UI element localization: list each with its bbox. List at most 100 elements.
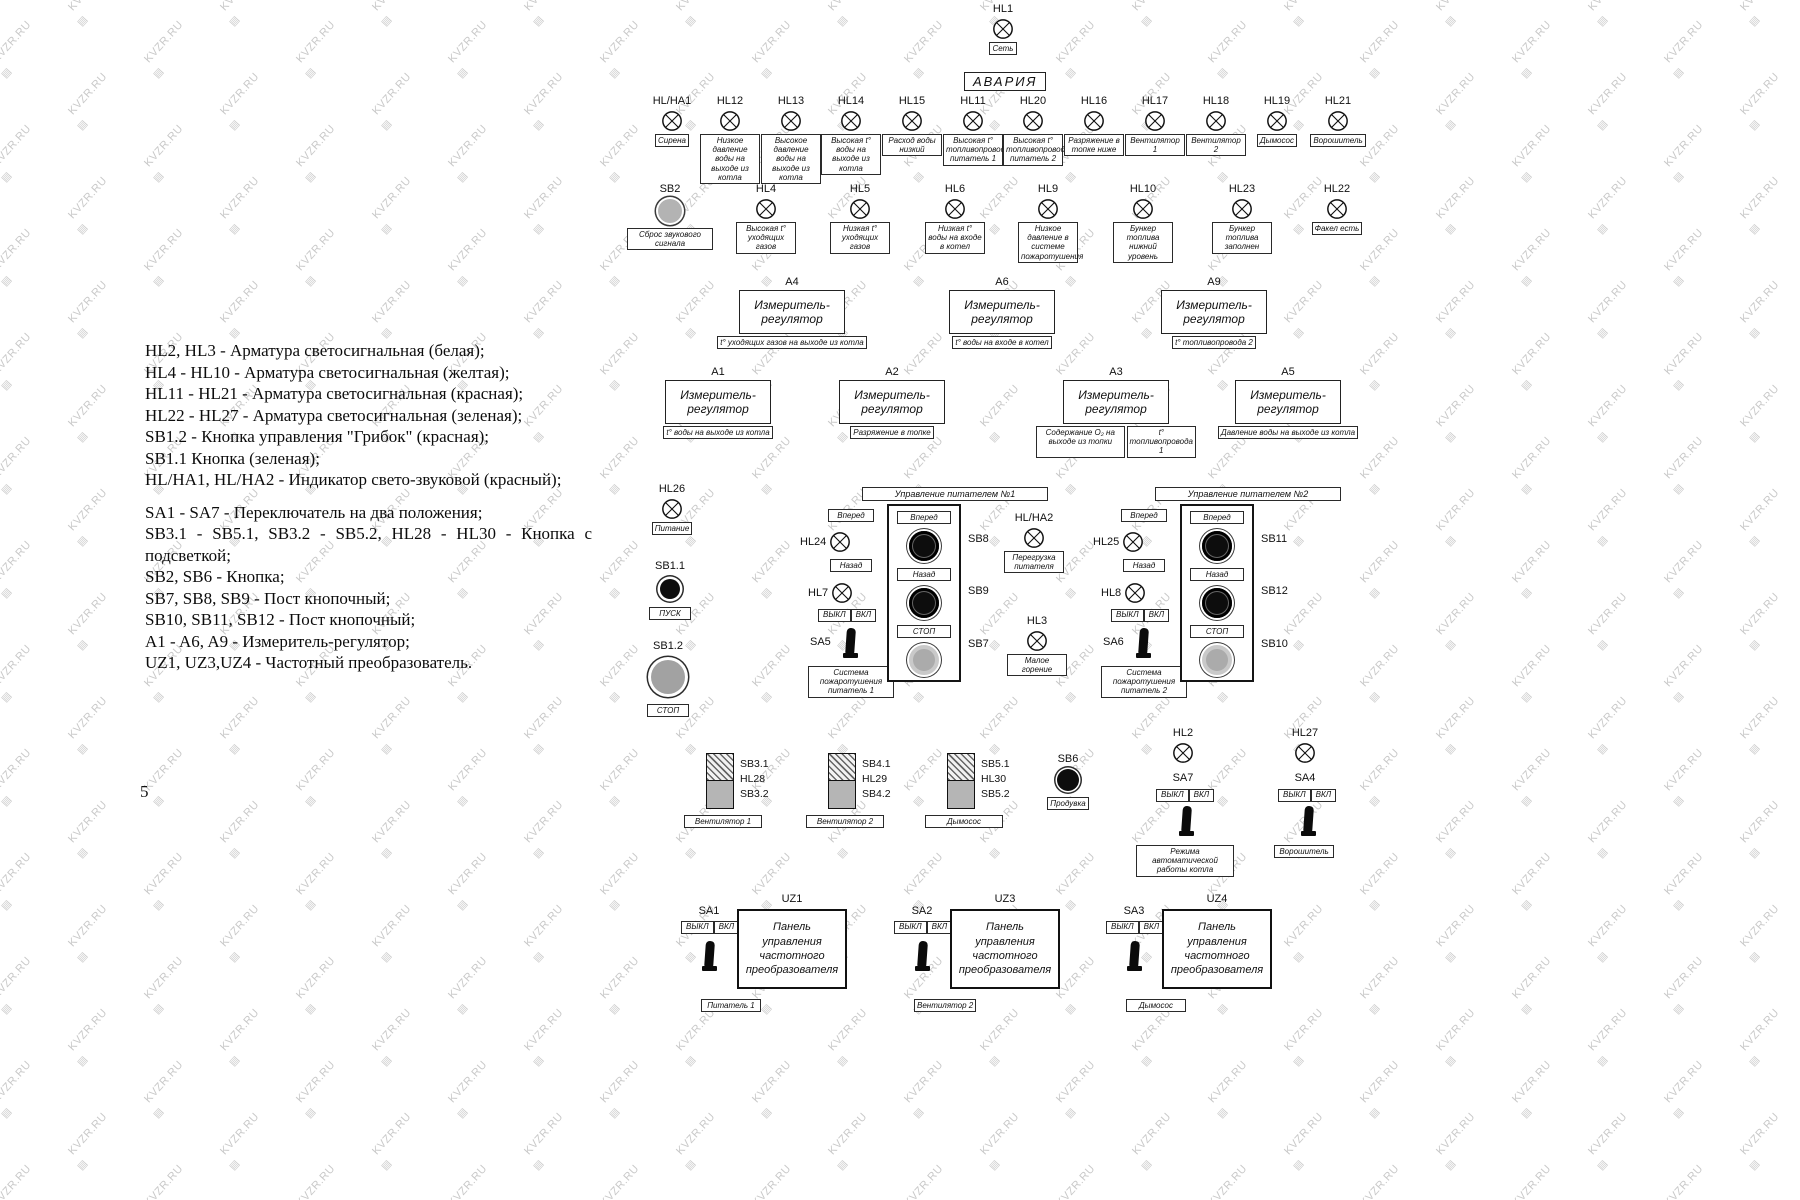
indicator-lamp-unit: HL11 Высокая t° топливопровода питатель … [943,95,1009,166]
vfd-id: UZ4 [1206,893,1228,905]
measuring-regulator-unit: A1 Измеритель-регулятор t° воды на выход… [638,366,798,440]
lamp-label: Низкое давление в системе пожаротушения [1018,222,1083,263]
lighted-button-stack[interactable] [828,753,856,809]
power-switch[interactable] [1122,940,1146,977]
sa6-switch[interactable] [1131,627,1155,664]
lighted-button-bottom[interactable] [707,781,733,808]
on-label: ВКЛ [713,921,740,934]
off-label: ВЫКЛ [1106,921,1139,934]
lamp-label: Питание [651,522,693,536]
sound-reset-button[interactable] [658,199,682,223]
regulator-labels: t° уходящих газов на выходе из котла [712,336,872,350]
button-id: SB5.1 [981,758,1010,770]
feeder2-forward-button[interactable] [1202,531,1232,562]
lamp-icon [756,199,776,219]
vfd-target-label: Питатель 1 [701,999,761,1013]
legend-entry: SA1 - SA7 - Переключатель на два положен… [145,502,483,522]
start-button[interactable] [660,579,680,599]
regulator-channel-label: Разряжение в топке [850,426,934,440]
power-lamp-unit: HL26 Питание [642,483,702,538]
regulator-title: Измеритель-регулятор [964,297,1040,326]
lamp-id: HL5 [849,183,871,195]
feeder1-stop-button[interactable] [909,644,939,675]
feeder1-back-label: Назад [830,559,872,573]
indicator-lamp-unit: HL23 Бункер топлива заполнен [1212,183,1272,254]
lamp-id: HL13 [777,95,805,107]
purge-button[interactable] [1057,769,1079,791]
lamp-icon [945,199,965,219]
lighted-button-group: SB5.1 HL30 SB5.2 Дымосос [925,753,1049,843]
button-label: Продувка [1047,797,1089,811]
button-id: SB4.2 [862,788,891,800]
indicator-lamp-unit: HL19 Дымосос [1247,95,1307,150]
regulator-channel-label: t° топливопровода 2 [1172,336,1256,350]
regulator-box: Измеритель-регулятор [949,290,1055,334]
button-label: ПУСК [649,607,691,621]
feeder2-onoff-labels: ВЫКЛ ВКЛ [1111,609,1170,622]
lighted-button-stack[interactable] [947,753,975,809]
lamp-id: HL26 [658,483,686,495]
regulator-box: Измеритель-регулятор [1161,290,1267,334]
vfd-target-label: Вентилятор 2 [914,999,977,1013]
stack-ids: SB4.1 HL29 SB4.2 [862,757,891,802]
sa4-switch[interactable] [1296,805,1320,842]
lamp-label: Низкое давление воды на выходе из котла [700,134,760,184]
measuring-regulator-unit: A6 Измеритель-регулятор t° воды на входе… [922,276,1082,350]
lamp-label: Разряжение в топке ниже [1064,134,1124,157]
feeder2-stop-button[interactable] [1202,644,1232,675]
sa6-id: SA6 [1103,636,1124,648]
regulator-id: A3 [1109,366,1123,378]
button-id: SB2 [659,183,681,195]
indicator-lamp-unit: HL22 Факел есть [1307,183,1367,238]
regulator-labels: Разряжение в топке [812,426,972,440]
off-label: ВЫКЛ [1156,789,1189,802]
feeder1-forward-button[interactable] [909,531,939,562]
sa5-switch[interactable] [838,627,862,664]
emergency-stop-button[interactable] [651,660,685,694]
power-switch[interactable] [697,940,721,977]
lamp-label: Высокая t° воды на выходе из котла [821,134,881,175]
regulator-id: A5 [1281,366,1295,378]
regulator-title: Измеритель-регулятор [1176,297,1252,326]
lamp-label: Высокая t° топливопровода питатель 2 [1003,134,1069,166]
sa7-onoff-labels: ВЫКЛ ВКЛ [1156,789,1215,802]
button-id: SB1.2 [653,640,683,652]
feeder1-back-button[interactable] [909,588,939,618]
lamp-icon [1084,111,1104,131]
regulator-labels: Давление воды на выходе из котла [1208,426,1368,440]
stop-label: СТОП [1190,624,1244,639]
regulator-title: Измеритель-регулятор [854,387,930,416]
regulator-channel-label: t° воды на входе в котел [952,336,1052,350]
button-id: SB5.2 [981,788,1010,800]
sa7-switch[interactable] [1174,805,1198,842]
lamp-id: HL7 [808,586,829,599]
regulator-channel-label: t° уходящих газов на выходе из котла [717,336,867,350]
feeder2-back-lamp: HL8 [1101,582,1146,604]
lamp-id: HL28 [740,773,766,785]
power-switch[interactable] [910,940,934,977]
lamp-icon [1027,631,1047,651]
indicator-lamp-unit: HL6 Низкая t° воды на входе в котел [925,183,985,254]
lighted-button-bottom[interactable] [829,781,855,808]
lamp-icon [1038,199,1058,219]
button-label: СТОП [647,704,689,718]
legend-entry: HL22 - HL27 - Арматура светосигнальная (… [145,405,523,425]
lamp-id: HL12 [716,95,744,107]
lighted-button-top[interactable] [948,754,974,781]
lamp-id: HL19 [1263,95,1291,107]
lighted-button-bottom[interactable] [948,781,974,808]
switch-id: SA1 [698,905,720,917]
lighted-button-stack[interactable] [706,753,734,809]
regulator-labels: t° воды на входе в котел [922,336,1082,350]
lamp-icon [830,532,851,552]
lamp-label: Вентилятор 2 [1186,134,1246,157]
lamp-id: HL15 [898,95,926,107]
sb7-id: SB7 [968,638,989,650]
lighted-button-top[interactable] [829,754,855,781]
lamp-icon [1133,199,1153,219]
lamp-label: Ворошитель [1310,134,1366,148]
lighted-button-top[interactable] [707,754,733,781]
feeder2-back-button[interactable] [1202,588,1232,618]
regulator-title: Измеритель-регулятор [754,297,830,326]
